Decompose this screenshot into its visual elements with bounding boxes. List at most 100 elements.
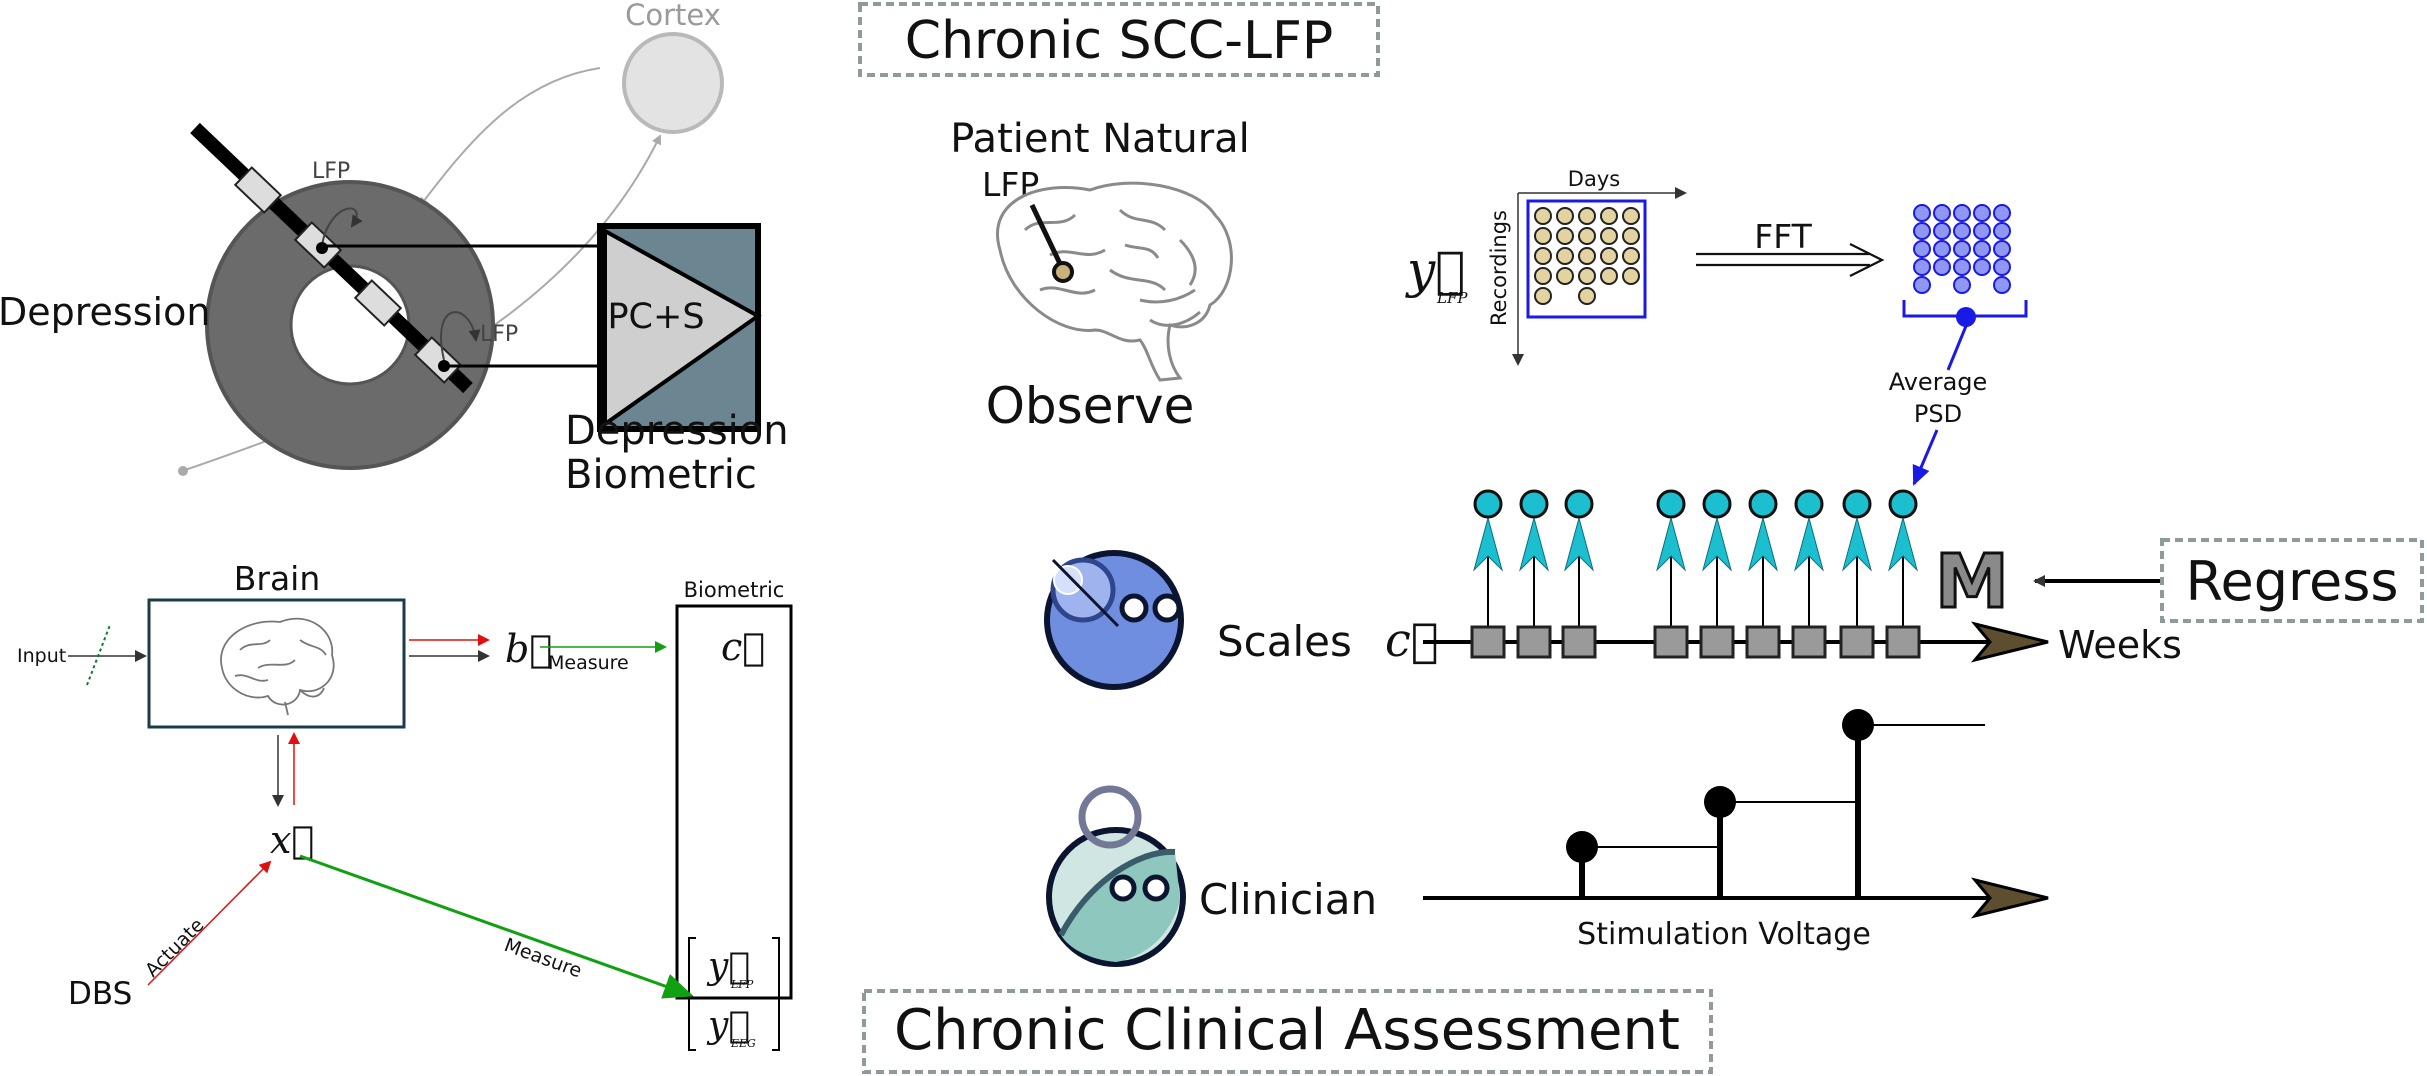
- psd-average-node: [1956, 307, 1976, 327]
- recording-dot: [1600, 207, 1618, 225]
- voltage-axis-head: [1970, 877, 2049, 919]
- psd-dot: [1933, 258, 1951, 276]
- average-connector: [1946, 325, 1968, 371]
- psd-to-timeline-arrow: [1912, 429, 1939, 486]
- scale-assessment-square: [1699, 625, 1735, 659]
- fft-arrow: [1696, 243, 1885, 277]
- patient-lfp-label: LFP: [982, 165, 1039, 204]
- recording-dot: [1600, 227, 1618, 245]
- recording-dot: [1578, 227, 1596, 245]
- regress-label: Regress: [2185, 550, 2398, 613]
- recording-dot: [1600, 267, 1618, 285]
- recording-dot: [1600, 247, 1618, 265]
- days-label: Days: [1568, 167, 1620, 191]
- psd-dot: [1933, 240, 1951, 258]
- scale-marks: [1470, 489, 1921, 659]
- y-eeg-sub: EEG: [730, 1037, 756, 1050]
- clinician-label: Clinician: [1199, 875, 1377, 924]
- scale-score-dot: [1842, 489, 1872, 519]
- voltage-steps: [1566, 709, 1985, 898]
- psd-dot: [1933, 204, 1951, 222]
- lfp-label-top: LFP: [312, 159, 350, 184]
- scale-arrowhead: [1842, 516, 1872, 572]
- lfp-loop-bottom: [440, 311, 481, 361]
- psd-dot: [1953, 222, 1971, 240]
- scale-assessment-square: [1745, 625, 1781, 659]
- recording-dot: [1578, 287, 1596, 305]
- pcs-label: PC+S: [607, 297, 704, 337]
- scale-score-dot: [1702, 489, 1732, 519]
- scale-assessment-square: [1839, 625, 1875, 659]
- scale-arrowhead: [1888, 516, 1918, 572]
- weeks-axis-head: [1970, 621, 2049, 663]
- y-bracket-right: [772, 937, 780, 1051]
- lfp-label-bottom: LFP: [480, 322, 518, 347]
- scale-arrowhead: [1473, 516, 1503, 572]
- psd-label: PSD: [1914, 400, 1962, 428]
- scale-assessment-square: [1561, 625, 1597, 659]
- scale-arrowhead: [1564, 516, 1594, 572]
- measure-label-1: Measure: [548, 652, 629, 674]
- y-lfp-main-vector: y⃗: [1405, 241, 1465, 299]
- scale-assessment-square: [1653, 625, 1689, 659]
- chronic-scc-lfp-title: Chronic SCC-LFP: [905, 11, 1333, 71]
- psd-dot: [1973, 222, 1991, 240]
- pcs-triangle: [603, 227, 762, 428]
- dbs-label: DBS: [68, 976, 132, 1012]
- dbs-actuate-arrow: [147, 860, 272, 986]
- psd-dot: [1953, 240, 1971, 258]
- input-label: Input: [17, 645, 66, 667]
- scales-face-icon: [1044, 550, 1184, 690]
- curve-origin-dot: [178, 466, 188, 476]
- y-eeg-vector: y⃗: [706, 1005, 750, 1046]
- electrode-contact-3: [353, 279, 403, 327]
- recording-dot: [1556, 227, 1574, 245]
- depression-system: Cortex Depression LFP LFP PC+S Depressio…: [0, 0, 789, 498]
- recording-dot: [1622, 227, 1640, 245]
- chronic-scc-lfp-frame: [858, 2, 1380, 77]
- recording-dot: [1534, 247, 1552, 265]
- x-measure-arrow: [299, 854, 694, 999]
- y-lfp-sub: LFP: [730, 978, 754, 991]
- scale-score-dot: [1519, 489, 1549, 519]
- block-diagram: Brain Input b⃗ Measure Biometric c⃗ y⃗ L…: [17, 559, 793, 1051]
- patient-natural-label: Patient Natural: [950, 116, 1250, 162]
- scale-arrowhead: [1702, 516, 1732, 572]
- biometric-box: [675, 604, 793, 1000]
- psd-dot: [1913, 222, 1931, 240]
- weeks-label: Weeks: [2058, 623, 2182, 667]
- scale-score-dot: [1888, 489, 1918, 519]
- depression-label: Depression: [0, 290, 210, 334]
- recording-dot: [1556, 247, 1574, 265]
- b-vector: b⃗: [505, 627, 552, 671]
- electrode-contact-4: [413, 336, 463, 384]
- psd-dot: [1913, 258, 1931, 276]
- input-disturbance: [86, 624, 111, 686]
- depression-ring: [207, 182, 493, 468]
- clinician-face-icon: [1046, 785, 1186, 967]
- scale-assessment-square: [1470, 625, 1506, 659]
- brain-box: [147, 598, 406, 729]
- chronic-clinical-title: Chronic Clinical Assessment: [894, 998, 1680, 1063]
- recording-dot: [1556, 207, 1574, 225]
- lfp-probe: [1029, 203, 1066, 272]
- brain-box-sketch: [220, 617, 335, 716]
- lfp-loop-top: [321, 207, 363, 246]
- scale-arrowhead: [1748, 516, 1778, 572]
- psd-dot: [1993, 258, 2011, 276]
- psd-dot: [1953, 276, 1971, 294]
- psd-dot: [1993, 276, 2011, 294]
- recording-dot: [1534, 267, 1552, 285]
- psd-dot: [1913, 204, 1931, 222]
- psd-dot: [1953, 204, 1971, 222]
- recording-dot: [1578, 247, 1596, 265]
- recording-dot: [1556, 267, 1574, 285]
- recording-dot: [1622, 207, 1640, 225]
- recording-dot: [1534, 287, 1552, 305]
- brain-label: Brain: [234, 559, 321, 598]
- scale-assessment-square: [1516, 625, 1552, 659]
- depression-ring-outline: [205, 180, 495, 470]
- cortex-to-lfp-arrow: [418, 67, 601, 208]
- scale-score-dot: [1656, 489, 1686, 519]
- biometric-title-line1: Depression: [565, 408, 789, 454]
